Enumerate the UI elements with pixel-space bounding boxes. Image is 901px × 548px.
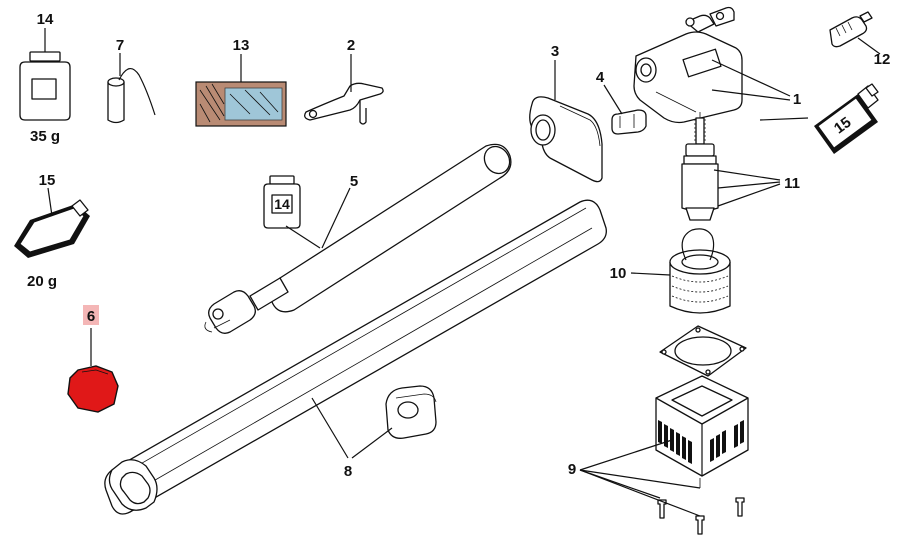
part-15-grease-tube-left (14, 187, 90, 258)
part-5-actuator (204, 143, 512, 334)
weight-label-tube: 20 g (27, 273, 57, 290)
callout-14-jar: 14 (274, 196, 290, 212)
callout-5: 5 (350, 173, 358, 190)
part-8-arm (104, 199, 607, 515)
part-6-end-cap (67, 305, 119, 413)
callout-4: 4 (596, 69, 605, 86)
part-7-capacitor (107, 53, 156, 124)
callout-15-left: 15 (39, 172, 56, 189)
motor-gasket (659, 325, 747, 377)
part-9-motor-housing (579, 375, 749, 535)
part-4-clip (603, 84, 647, 135)
callout-13: 13 (233, 37, 250, 54)
callout-9: 9 (568, 461, 576, 478)
callout-14: 14 (37, 11, 54, 28)
callout-10: 10 (610, 265, 627, 282)
part-15-grease-tube-right (759, 83, 879, 154)
callout-15-right: 15 (831, 114, 854, 138)
callout-11: 11 (784, 175, 800, 192)
part-8-bracket (351, 385, 437, 459)
part-14-grease-jar-small (263, 175, 321, 249)
callout-2: 2 (347, 37, 355, 54)
callout-6: 6 (87, 308, 95, 325)
callout-7: 7 (116, 37, 124, 54)
part-12-cable-gland (829, 11, 881, 55)
part-13-pad (195, 54, 287, 127)
part-1-gearbox-head (633, 6, 791, 124)
part-3-cover (529, 60, 603, 183)
callout-8: 8 (344, 463, 352, 480)
part-11-shaft (681, 117, 781, 221)
part-14-grease-jar (19, 28, 71, 121)
callout-3: 3 (551, 43, 559, 60)
callout-1: 1 (793, 91, 801, 108)
part-10-motor-coil (630, 228, 731, 314)
weight-label-jar: 35 g (30, 128, 60, 145)
part-2-release-lever (304, 54, 384, 125)
callout-12: 12 (874, 51, 891, 68)
